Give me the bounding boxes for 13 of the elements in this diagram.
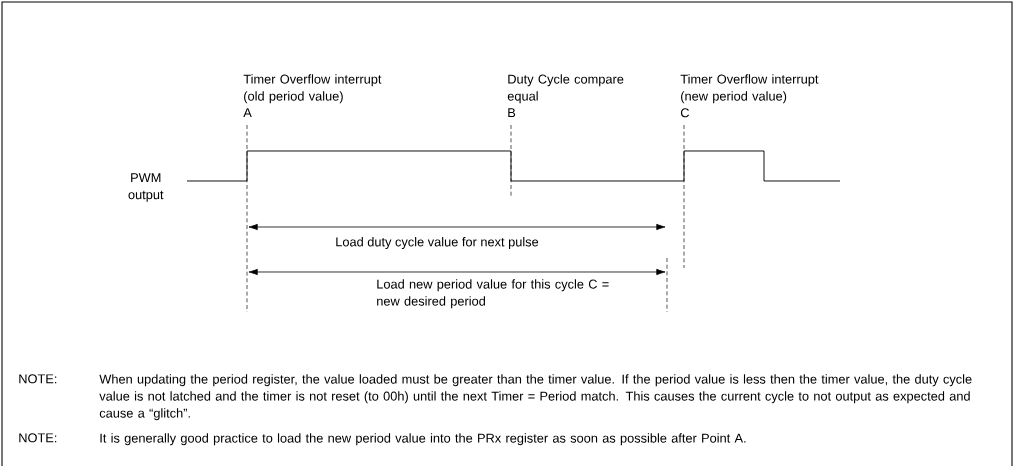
note-label: NOTE: [19,374,57,384]
event-label: Duty Cycle compare equal [507,74,624,104]
note-text: It is generally good practice to load the new period value into the PRx register as soon as possible after Point A. [100,433,746,446]
note-text: When updating the period register, the value loaded must be greater than the timer value. If the period value is less then the timer value, the duty cycle value is not latched and the timer is not reset (to 00h) until the next Timer = Period match. This causes the current cycle to not output as expected and cause a “glitch”. [99,374,972,421]
note-label: NOTE: [19,433,57,443]
event-label: Timer Overflow interrupt (old period value) [243,74,382,104]
dimension-label: Load duty cycle value for next pulse [336,237,539,249]
dimension-label: Load new period value for this cycle C = new desired period [377,279,609,309]
event-label: Timer Overflow interrupt (new period value) [680,74,819,104]
signal-label: PWM output [128,173,164,202]
point-letter: B [508,108,516,118]
point-letter: C [680,108,690,118]
point-letter: A [243,108,252,118]
